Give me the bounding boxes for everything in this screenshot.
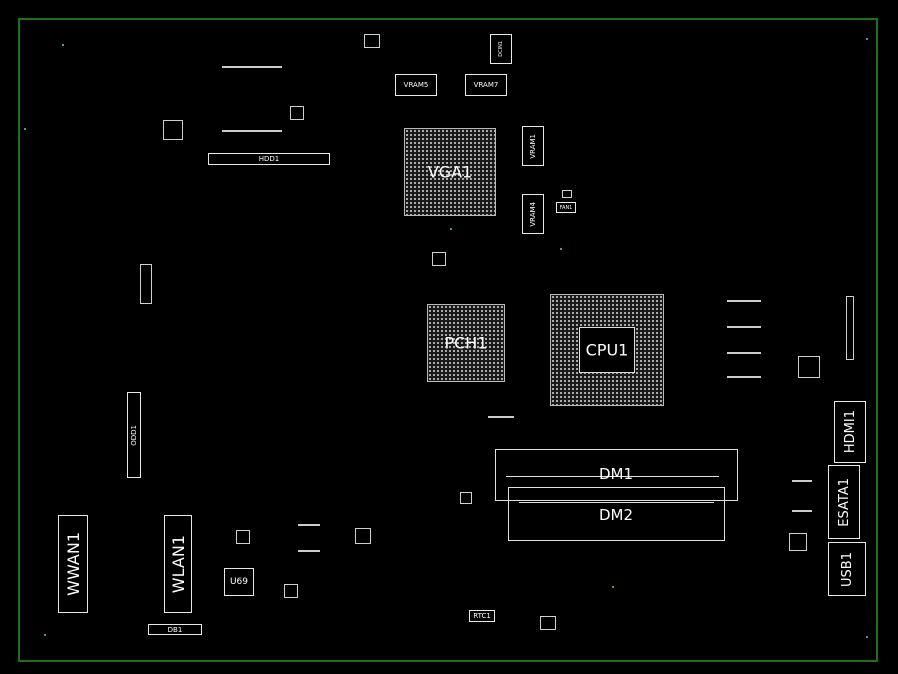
pch-chip[interactable]: PCH1 (427, 304, 505, 382)
vram1-chip[interactable]: VRAM1 (522, 126, 544, 166)
pad-1 (62, 44, 64, 46)
chip-right-3 (727, 352, 761, 354)
ic-right-lower (789, 533, 807, 551)
odd-connector[interactable]: ODD1 (127, 392, 141, 478)
ic-bottom-center (540, 616, 556, 630)
esata-connector[interactable]: ESATA1 (828, 465, 860, 539)
ic-wlan-area (236, 530, 250, 544)
ic-top-center (364, 34, 380, 48)
pad-4 (44, 634, 46, 636)
pad-5 (866, 636, 868, 638)
lines-mid-1 (298, 524, 320, 526)
connector-mid-strip (488, 416, 514, 418)
vram5-chip[interactable]: VRAM5 (395, 74, 437, 96)
chip-right-2 (727, 326, 761, 328)
dimm-2-label: DM2 (599, 506, 634, 524)
esata-label: ESATA1 (836, 477, 852, 527)
right-lines-1 (792, 510, 812, 512)
chip-right-4 (727, 376, 761, 378)
right-lines-2 (792, 480, 812, 482)
pad-8 (560, 248, 562, 250)
ic-top-left (163, 120, 183, 140)
dcin-label: DCIN1 (498, 41, 504, 57)
cpu-socket[interactable]: CPU1 (550, 294, 664, 406)
vram4-label: VRAM4 (529, 201, 537, 227)
u69-chip[interactable]: U69 (224, 568, 254, 596)
vram7-label: VRAM7 (473, 81, 499, 89)
left-small-strip (140, 264, 152, 304)
pad-7 (450, 228, 452, 230)
pad-6 (612, 586, 614, 588)
ic-pch-left (432, 252, 446, 266)
hdmi-label: HDMI1 (842, 410, 858, 454)
ic-hdd-area (290, 106, 304, 120)
hdd-label: HDD1 (258, 155, 280, 163)
usb-label: USB1 (839, 551, 855, 587)
ic-mid-bottom (355, 528, 371, 544)
dimm-slot-1[interactable]: DM1 (495, 449, 738, 501)
pad-3 (24, 128, 26, 130)
hdd-connector[interactable]: HDD1 (208, 153, 330, 165)
rtc-label: RTC1 (473, 612, 491, 620)
wlan-slot[interactable]: WLAN1 (164, 515, 192, 613)
dimm-1-contact-line (506, 476, 719, 477)
ic-fan-area (562, 190, 572, 198)
rtc-battery[interactable]: RTC1 (469, 610, 495, 622)
vga-chip[interactable]: VGA1 (404, 128, 496, 216)
dimm-1-label: DM1 (599, 465, 634, 483)
lines-mid-2 (298, 550, 320, 552)
ic-right (798, 356, 820, 378)
fan-connector[interactable]: FAN1 (556, 202, 576, 213)
wwan-label: WWAN1 (63, 532, 83, 596)
cpu-core (579, 327, 635, 373)
vram1-label: VRAM1 (529, 133, 537, 159)
pch-label: PCH1 (444, 333, 488, 353)
dimm-2-contact-line (519, 502, 714, 503)
lines-top-1 (222, 66, 282, 68)
vram4-chip[interactable]: VRAM4 (522, 194, 544, 234)
vga-label: VGA1 (427, 162, 473, 182)
dcin-connector[interactable]: DCIN1 (490, 34, 512, 64)
connector-right-strip (846, 296, 854, 360)
chip-right-1 (727, 300, 761, 302)
dimm-slot-2[interactable]: DM2 (508, 487, 725, 541)
odd-label: ODD1 (130, 424, 138, 446)
ic-u69-right (284, 584, 298, 598)
db1-connector[interactable]: DB1 (148, 624, 202, 635)
cpu-label: CPU1 (585, 340, 629, 360)
hdmi-connector[interactable]: HDMI1 (834, 401, 866, 463)
usb-connector[interactable]: USB1 (828, 542, 866, 596)
ic-dimm-left (460, 492, 472, 504)
vram7-chip[interactable]: VRAM7 (465, 74, 507, 96)
wlan-label: WLAN1 (168, 534, 188, 594)
pad-2 (866, 38, 868, 40)
fan-label: FAN1 (559, 204, 573, 211)
wwan-slot[interactable]: WWAN1 (58, 515, 88, 613)
u69-label: U69 (229, 577, 249, 587)
db1-label: DB1 (167, 625, 183, 634)
lines-top-2 (222, 130, 282, 132)
board-outline (18, 18, 878, 662)
vram5-label: VRAM5 (403, 81, 429, 89)
